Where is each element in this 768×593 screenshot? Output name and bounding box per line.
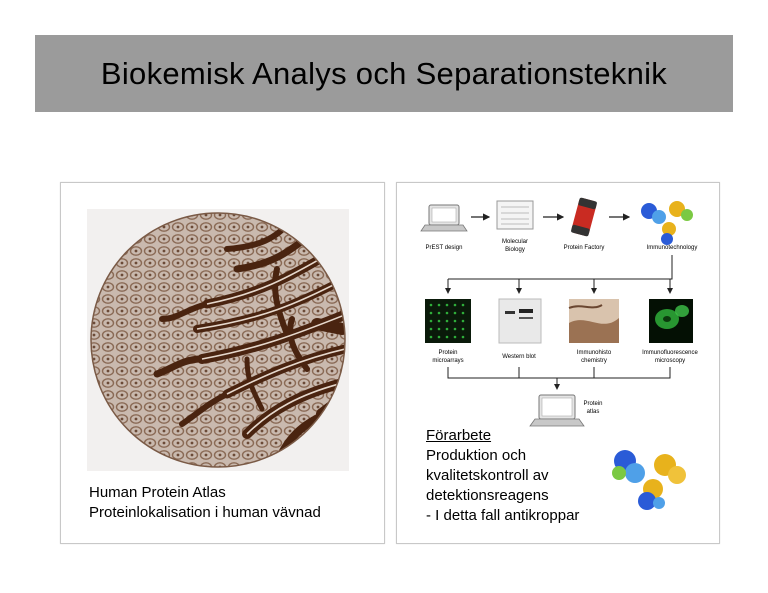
label-ihc-2: chemistry <box>581 358 607 364</box>
western-blot-image <box>498 298 542 344</box>
label-microarray-2: microarrays <box>432 358 463 364</box>
slide-title-bar: Biokemisk Analys och Separationsteknik <box>35 35 733 112</box>
preparation-line3: detektionsreagens <box>426 487 549 504</box>
label-prest: PrEST design <box>426 245 463 251</box>
label-if-1: Immunofluorescence <box>642 350 698 356</box>
pipeline-panel: PrEST design Molecular Biology Protein F… <box>396 182 720 544</box>
preparation-line2: kvalitetskontroll av <box>426 467 549 484</box>
pipeline-diagram: PrEST design Molecular Biology Protein F… <box>420 197 699 510</box>
ihc-image <box>568 299 619 343</box>
protein-atlas-laptop-icon <box>529 394 585 427</box>
label-immuno: Immunotechnology <box>647 245 698 251</box>
laptop-icon <box>420 204 468 232</box>
label-western: Western blot <box>502 354 536 360</box>
antibody-icon-small <box>641 201 693 245</box>
protein-factory-icon <box>571 197 597 237</box>
tissue-microarray-image <box>87 209 349 471</box>
label-ihc-1: Immunohisto <box>577 350 612 356</box>
label-factory: Protein Factory <box>564 245 605 251</box>
caption-subtitle: Proteinlokalisation i human vävnad <box>89 504 321 521</box>
label-molbio-2: Biology <box>505 247 525 253</box>
immunofluorescence-image <box>649 299 693 343</box>
tissue-panel: Human Protein Atlas Proteinlokalisation … <box>60 182 385 544</box>
caption-title: Human Protein Atlas <box>89 484 226 501</box>
tissue-caption: Human Protein Atlas Proteinlokalisation … <box>89 483 321 523</box>
gel-plate-icon <box>496 200 534 230</box>
preparation-text: Förarbete Produktion och kvalitetskontro… <box>426 426 579 526</box>
label-microarray-1: Protein <box>438 350 457 356</box>
label-molbio-1: Molecular <box>502 239 528 245</box>
slide-title: Biokemisk Analys och Separationsteknik <box>100 55 668 91</box>
antibody-icon-large <box>612 450 686 510</box>
preparation-heading: Förarbete <box>426 427 492 444</box>
label-atlas-1: Protein <box>583 401 602 407</box>
label-atlas-2: atlas <box>587 409 600 415</box>
microarray-image <box>425 299 471 343</box>
preparation-line4: - I detta fall antikroppar <box>426 507 580 524</box>
preparation-line1: Produktion och <box>426 447 527 464</box>
label-if-2: microscopy <box>655 358 685 364</box>
